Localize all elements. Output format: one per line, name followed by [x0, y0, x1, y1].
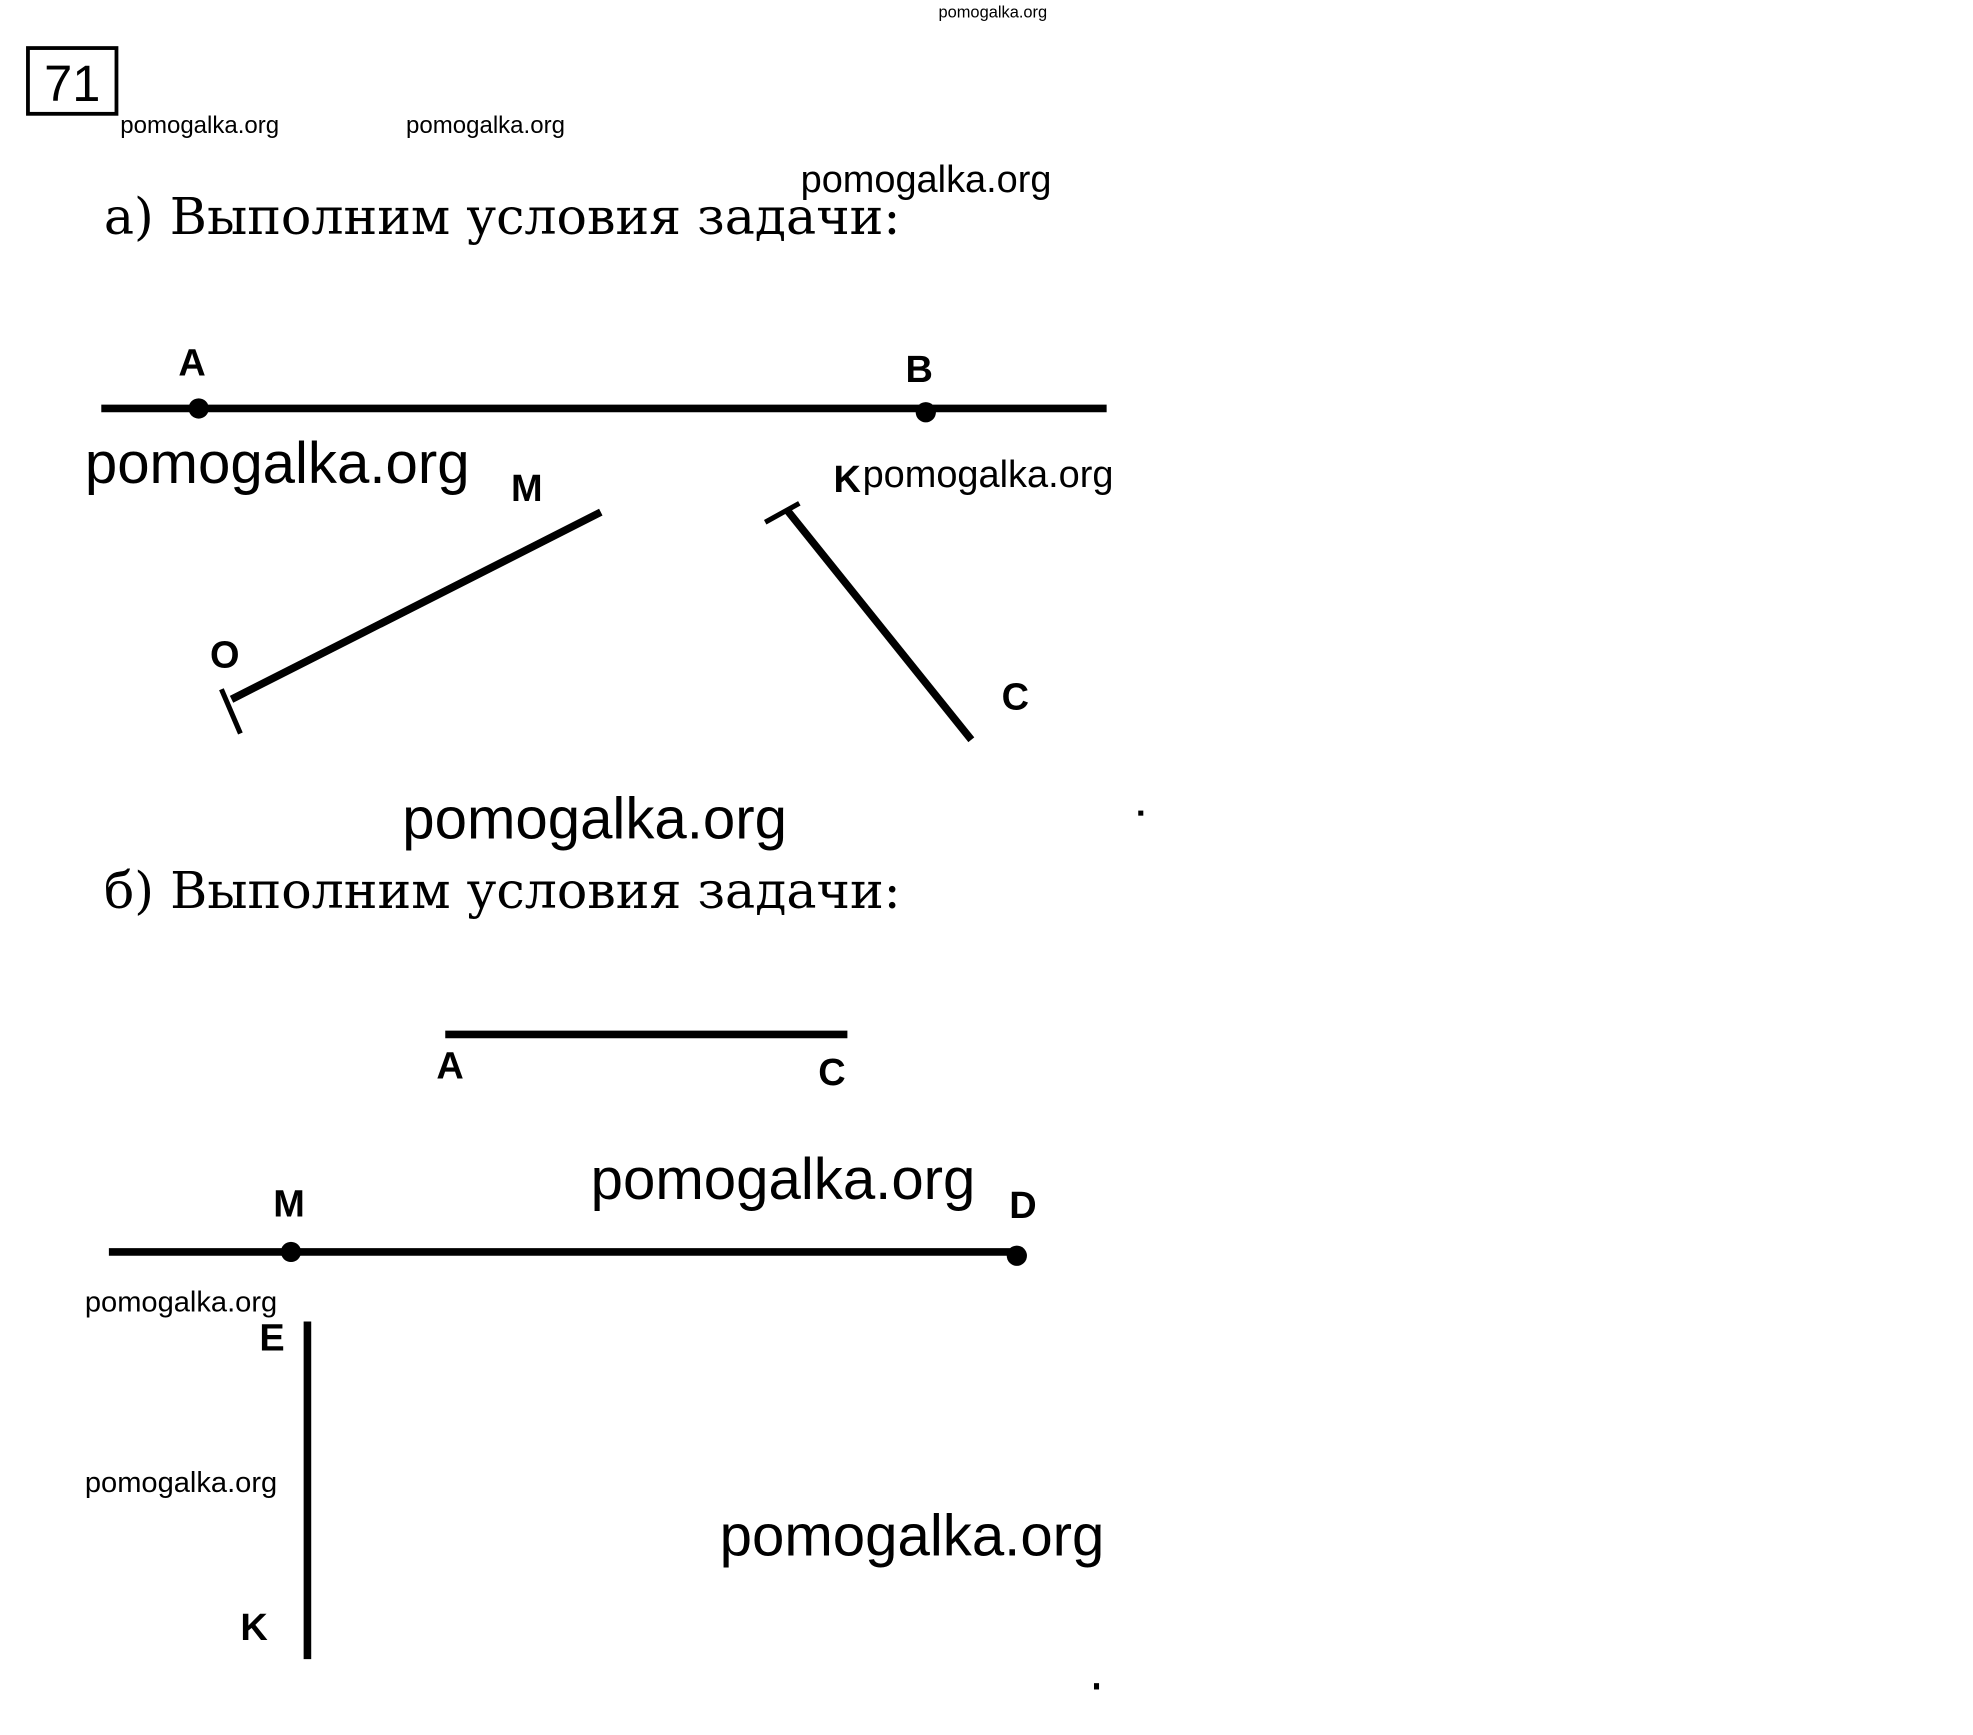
point-d — [1006, 1245, 1027, 1266]
label-a: A — [436, 1046, 463, 1088]
watermark: pomogalka.org — [85, 1467, 277, 1499]
problem-number-box — [26, 46, 119, 116]
point-a — [188, 398, 209, 419]
label-k: K — [240, 1607, 268, 1649]
watermark: pomogalka.org — [591, 1147, 976, 1212]
label-m: M — [273, 1184, 305, 1226]
label-c: C — [818, 1052, 845, 1094]
ray-om — [229, 508, 603, 703]
problem-number: 71 — [44, 55, 100, 112]
label-k: K — [833, 459, 861, 501]
watermark: pomogalka.org — [85, 431, 470, 496]
label-b: B — [906, 349, 933, 391]
dot — [1093, 1683, 1100, 1690]
ray-om-tick — [219, 688, 243, 735]
point-m — [280, 1241, 302, 1263]
label-c: C — [1002, 676, 1029, 718]
part-a-heading: а) Выполним условия задачи: — [104, 187, 901, 246]
top-watermark: pomogalka.org — [939, 4, 1048, 22]
label-e: E — [259, 1318, 284, 1360]
watermark: pomogalka.org — [85, 1286, 277, 1318]
watermark: pomogalka.org — [120, 112, 279, 139]
ray-kc-tick — [763, 501, 801, 525]
watermark: pomogalka.org — [406, 112, 565, 139]
part-b-heading: б) Выполним условия задачи: — [104, 861, 901, 920]
watermark: pomogalka.org — [402, 786, 787, 851]
watermark: pomogalka.org — [720, 1503, 1105, 1568]
label-m: M — [511, 468, 543, 510]
label-a: A — [178, 343, 205, 385]
point-b — [915, 402, 936, 423]
label-d: D — [1009, 1185, 1036, 1227]
ray-kc — [783, 507, 975, 743]
watermark: pomogalka.org — [863, 454, 1114, 496]
label-o: O — [210, 635, 240, 677]
watermark: pomogalka.org — [801, 159, 1052, 201]
dot — [1138, 810, 1144, 816]
